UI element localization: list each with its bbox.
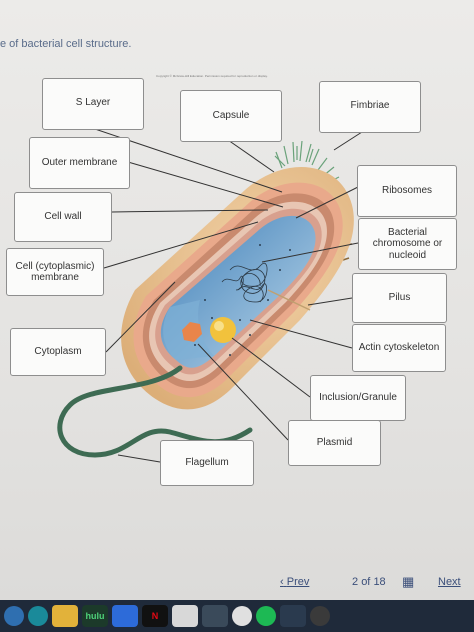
netflix-app[interactable]: N: [142, 605, 168, 627]
page-indicator: 2 of 18: [352, 576, 386, 588]
grid-icon[interactable]: ▦: [402, 574, 415, 589]
label-actin-cytoskeleton[interactable]: Actin cytoskeleton: [352, 324, 446, 372]
edge-icon[interactable]: [28, 606, 48, 626]
label-outer-membrane-text: Outer membrane: [41, 157, 118, 169]
label-s-layer[interactable]: S Layer: [42, 78, 144, 130]
spotify-icon[interactable]: [256, 606, 276, 626]
obs-icon[interactable]: [310, 606, 330, 626]
label-pilus-text: Pilus: [388, 292, 411, 304]
label-actin-cytoskeleton-text: Actin cytoskeleton: [358, 342, 440, 354]
label-cytoplasm-text: Cytoplasm: [34, 346, 82, 358]
prev-label: Prev: [286, 576, 310, 588]
label-capsule[interactable]: Capsule: [180, 90, 282, 142]
label-bacterial-chromosome[interactable]: Bacterial chromosome or nucleoid: [358, 218, 457, 270]
label-fimbriae[interactable]: Fimbriae: [319, 81, 421, 133]
label-cell-wall[interactable]: Cell wall: [14, 192, 112, 242]
copyright-notice: Copyright © McGraw-Hill Education. Permi…: [156, 74, 268, 78]
label-ribosomes[interactable]: Ribosomes: [357, 165, 457, 217]
label-fimbriae-text: Fimbriae: [350, 100, 390, 111]
settings-icon[interactable]: [202, 605, 228, 627]
page-current: 2: [352, 576, 359, 588]
label-cell-wall-text: Cell wall: [44, 211, 82, 223]
label-bacterial-chromosome-line1: Bacterial: [388, 226, 427, 238]
zoom-icon[interactable]: [112, 605, 138, 627]
label-cytoplasm[interactable]: Cytoplasm: [10, 328, 106, 376]
label-plasmid-text: Plasmid: [316, 437, 353, 449]
chrome-icon[interactable]: [232, 606, 252, 626]
chevron-left-icon: ‹: [280, 576, 284, 588]
folder-icon[interactable]: [52, 605, 78, 627]
label-ribosomes-text: Ribosomes: [381, 185, 433, 197]
hulu-app[interactable]: hulu: [82, 605, 108, 627]
label-s-layer-text: S Layer: [75, 97, 111, 108]
label-flagellum-text: Flagellum: [185, 457, 229, 469]
label-capsule-text: Capsule: [212, 110, 250, 122]
next-button[interactable]: Next: [438, 576, 461, 588]
app-icon[interactable]: [280, 605, 306, 627]
label-outer-membrane[interactable]: Outer membrane: [29, 137, 130, 189]
page-of: of: [361, 576, 371, 588]
question-page: e of bacterial cell structure. Copyright…: [0, 0, 474, 600]
nucleoid: [221, 262, 268, 303]
label-plasmid[interactable]: Plasmid: [288, 420, 381, 466]
label-inclusion-granule[interactable]: Inclusion/Granule: [310, 375, 406, 421]
pilus-shape: [267, 289, 311, 311]
label-cell-membrane[interactable]: Cell (cytoplasmic) membrane: [6, 248, 104, 296]
label-flagellum[interactable]: Flagellum: [160, 440, 254, 486]
plasmid-shape: [182, 322, 202, 342]
taskbar: hulu N: [0, 600, 474, 632]
flagellum-shape: [57, 365, 253, 458]
bacterial-cell-diagram: [57, 127, 363, 463]
page-total: 18: [373, 576, 386, 588]
label-bacterial-chromosome-line2: chromosome or: [372, 238, 443, 250]
label-bacterial-chromosome-line3: nucleoid: [388, 249, 427, 261]
question-title: e of bacterial cell structure.: [0, 38, 132, 50]
prev-button[interactable]: ‹ Prev: [280, 576, 309, 588]
inclusion-granule: [210, 317, 236, 343]
calendar-icon[interactable]: [172, 605, 198, 627]
label-inclusion-granule-text: Inclusion/Granule: [319, 392, 397, 404]
label-cell-membrane-line1: Cell (cytoplasmic): [15, 260, 95, 272]
label-pilus[interactable]: Pilus: [352, 273, 447, 323]
start-icon[interactable]: [4, 606, 24, 626]
label-cell-membrane-line2: membrane: [31, 272, 79, 283]
